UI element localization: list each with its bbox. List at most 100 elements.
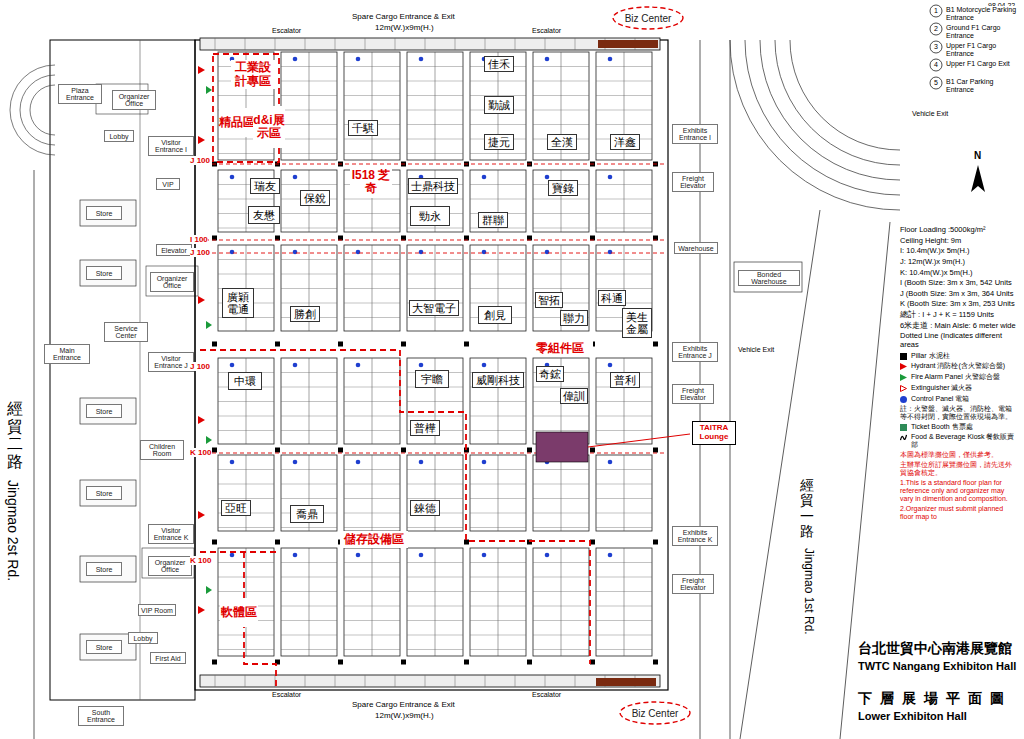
booth-block	[344, 548, 400, 656]
service-building	[50, 40, 195, 700]
plan-label: B1 Car Parking Entrance	[946, 78, 1020, 94]
pillar	[212, 448, 217, 453]
facility-room: South Entrance	[78, 706, 124, 726]
node-text: 中環	[234, 375, 256, 387]
booth-line	[596, 124, 652, 125]
booth-line	[281, 591, 337, 592]
booth-line	[218, 577, 274, 578]
door-tick	[575, 38, 576, 50]
booth-block	[407, 52, 463, 160]
booth-line	[344, 372, 400, 373]
node-text: Visitor Entrance J	[149, 355, 193, 369]
booth-line	[407, 562, 463, 563]
booth-line	[533, 416, 589, 417]
control-panel	[482, 175, 487, 180]
booth-line	[281, 635, 337, 636]
node-text: Organizer Office	[149, 559, 191, 573]
booth-line	[281, 274, 337, 275]
node-text: Service Center	[105, 325, 147, 339]
booth-block	[281, 245, 337, 331]
booth-line	[281, 527, 337, 528]
node-text: 宇瞻	[421, 373, 443, 385]
booth-block	[533, 52, 589, 160]
hall-wall	[195, 40, 668, 690]
hydrant-symbol	[198, 511, 205, 519]
control-panel	[482, 250, 487, 255]
exhibitor-booth: 科通	[598, 290, 626, 306]
booth-line	[533, 591, 589, 592]
booth-line	[470, 606, 526, 607]
facility-room: Store	[86, 206, 122, 220]
legend-swatch	[900, 424, 907, 431]
exhibitor-booth: 宇瞻	[415, 370, 449, 388]
node-text: 群聯	[482, 214, 504, 226]
facility-room: Exhibits Entrance K	[672, 526, 718, 546]
node-text: 工業設計專區	[231, 61, 275, 87]
control-panel	[419, 363, 424, 368]
note-text: J: 12m(W.)x 9m(H.)	[900, 258, 1018, 267]
pillar	[527, 448, 532, 453]
booth-line	[281, 213, 337, 214]
booth-block	[596, 170, 652, 232]
facility-room: Store	[86, 404, 122, 418]
booth-block	[596, 455, 652, 531]
booth-block	[218, 245, 274, 331]
booth-line	[596, 498, 652, 499]
facility-room: Elevator	[156, 244, 192, 256]
booth-line	[596, 649, 652, 650]
note-text: 註：火警盤、滅火器、消防栓、電箱等不得封閉，實際位置依現場為準。	[900, 405, 1018, 421]
control-panel	[419, 57, 424, 62]
booth-line	[533, 66, 589, 67]
exhibitor-booth: 亞旺	[221, 500, 251, 516]
booth-line	[470, 562, 526, 563]
booth-line	[372, 52, 373, 160]
booth-line	[596, 562, 652, 563]
exhibitor-booth: 勝創	[290, 306, 320, 322]
pillar	[590, 448, 595, 453]
node-text: Visitor Entrance I	[149, 139, 193, 153]
note-text: K: 10.4m(W.)x 5m(H.)	[900, 269, 1018, 278]
booth-block	[533, 548, 589, 656]
booth-line	[533, 635, 589, 636]
booth-line	[596, 635, 652, 636]
exhibitor-booth: 捷元	[484, 134, 514, 150]
control-panel	[482, 363, 487, 368]
control-panel	[419, 460, 424, 465]
control-panel	[356, 460, 361, 465]
exhibitor-booth: 洋鑫	[610, 134, 640, 150]
control-panel	[293, 363, 298, 368]
booth-line	[281, 124, 337, 125]
door-tick	[395, 38, 396, 50]
ramp	[760, 40, 900, 180]
plan-label: Lower Exhibiton Hall	[858, 710, 967, 723]
booth-line	[596, 199, 652, 200]
booth-block	[218, 358, 274, 444]
booth-line	[596, 416, 652, 417]
booth-line	[596, 95, 652, 96]
booth-line	[344, 199, 400, 200]
node-text: TAITRA Lounge	[693, 424, 735, 442]
booth-line	[281, 416, 337, 417]
note-text: 1.This is a standard floor plan for refe…	[900, 479, 1018, 503]
control-panel	[608, 250, 613, 255]
booth-line	[344, 259, 400, 260]
booth-line	[344, 387, 400, 388]
exhibitor-booth: 中環	[228, 372, 262, 390]
street-name: Jingmao 1st Rd.	[801, 548, 815, 635]
booth-line	[533, 228, 589, 229]
legend-row: Ticket Booth 售票處	[900, 423, 1018, 431]
booth-block	[281, 455, 337, 531]
booth-block	[344, 358, 400, 444]
booth-line	[407, 416, 463, 417]
booth-line	[435, 455, 436, 531]
booth-line	[246, 170, 247, 232]
node-text: 科通	[601, 292, 623, 304]
booth-line	[407, 288, 463, 289]
street-name: Jingmao 2st Rd.	[5, 480, 21, 581]
facility-room: Organizer Office	[148, 556, 192, 576]
lounge-area	[536, 432, 588, 462]
booth-line	[281, 139, 337, 140]
biz-outline	[613, 7, 683, 29]
booth-line	[344, 81, 400, 82]
